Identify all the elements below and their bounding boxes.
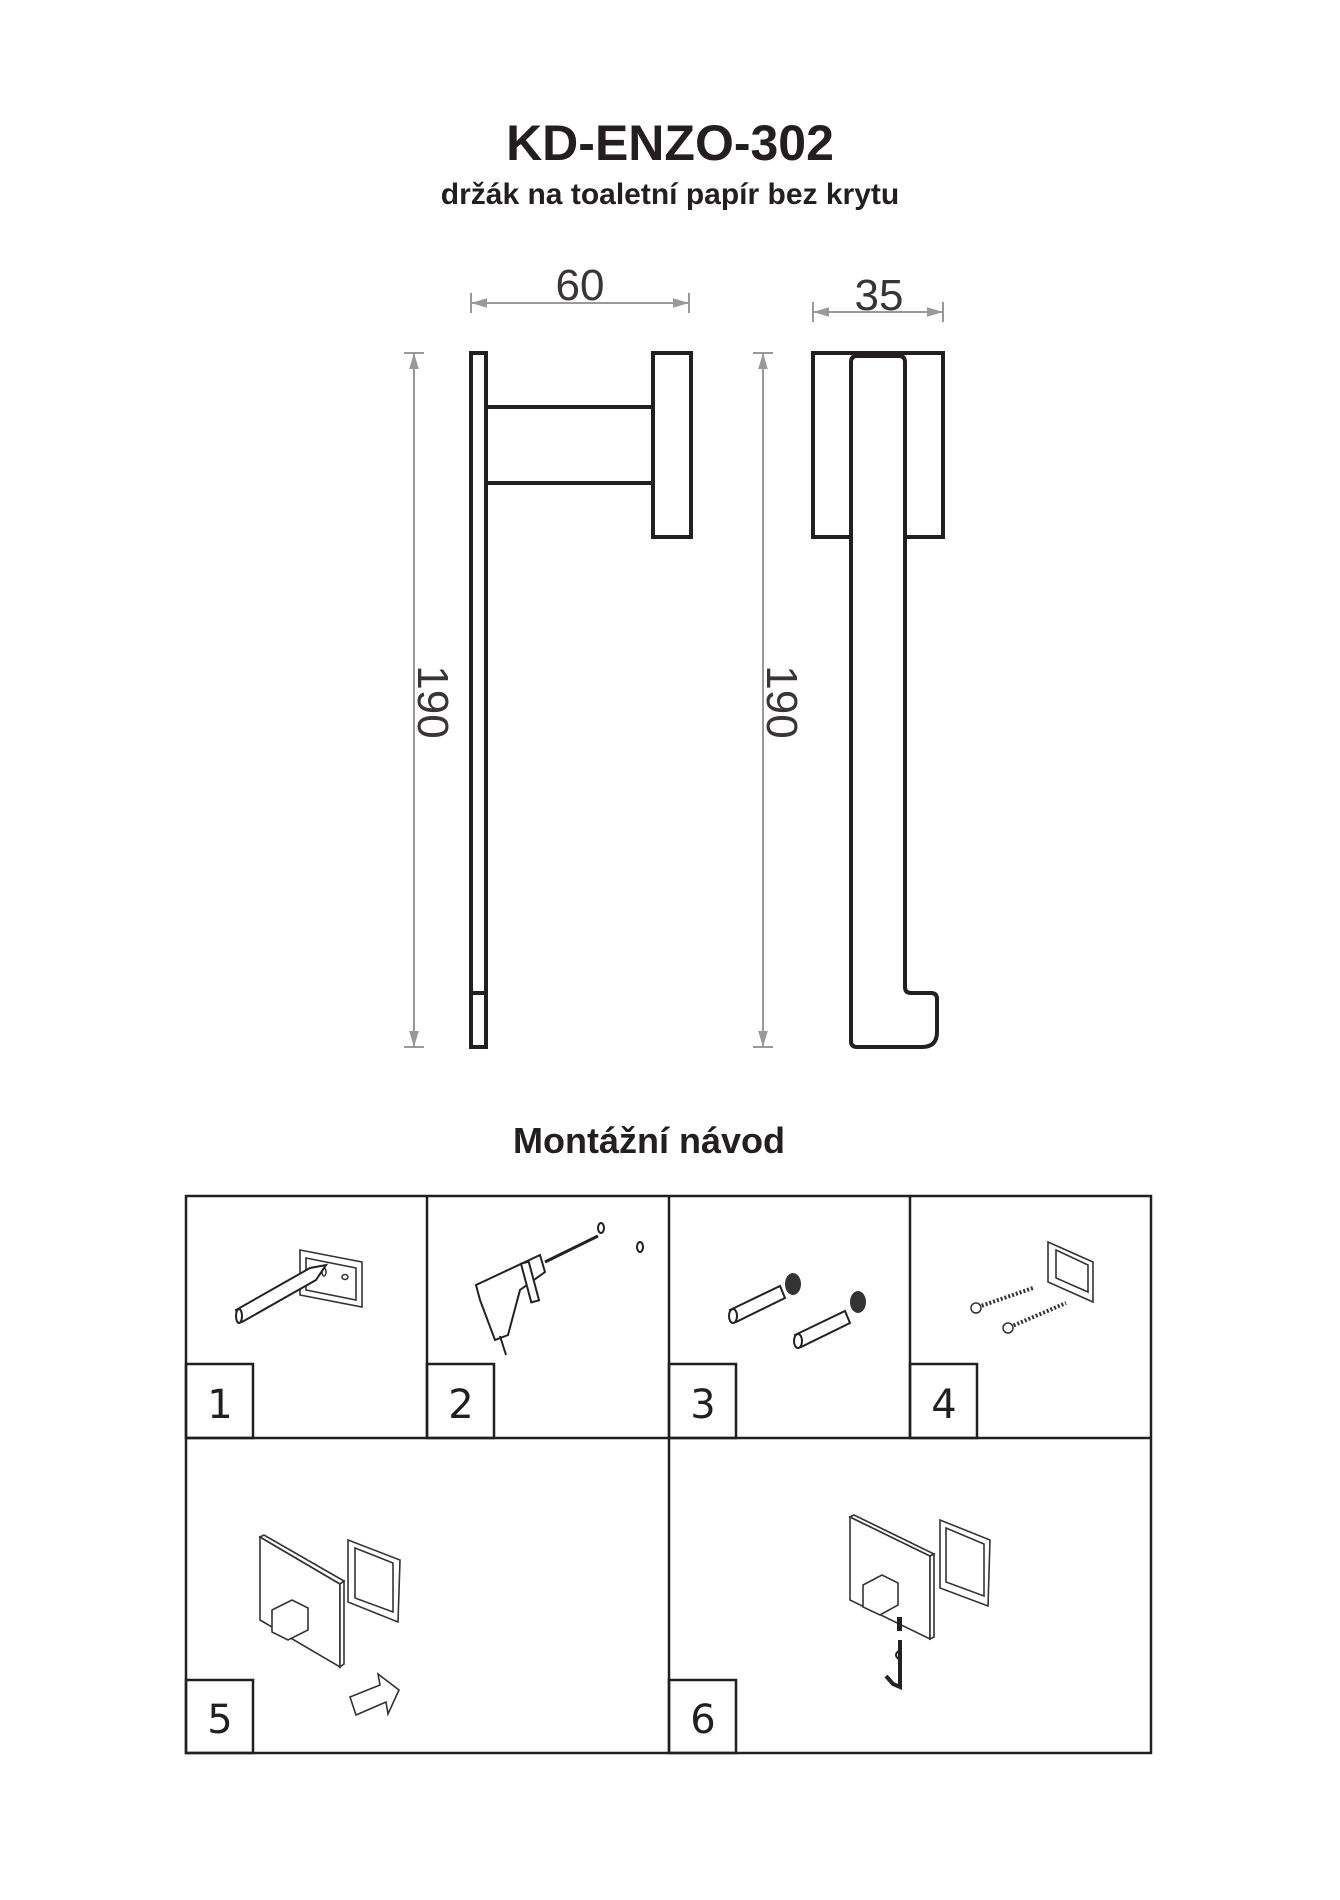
- step-6: 6: [667, 1514, 991, 1755]
- side-height-dimension: 190: [757, 665, 806, 738]
- front-view-drawing: 60 190: [404, 261, 693, 1049]
- step-4: 4: [908, 1240, 1094, 1440]
- step-number: 6: [690, 1697, 715, 1743]
- step-number: 5: [207, 1697, 232, 1743]
- front-width-dimension: 60: [556, 261, 605, 310]
- step-3: 3: [667, 1273, 866, 1440]
- pencil-mark-icon: [234, 1249, 363, 1324]
- attach-holder-icon: [258, 1534, 401, 1717]
- step-number: 3: [690, 1382, 715, 1428]
- step-number: 1: [207, 1382, 232, 1428]
- drill-icon: [474, 1222, 644, 1356]
- wall-plug-icon: [728, 1273, 866, 1349]
- step-1: 1: [184, 1249, 363, 1440]
- front-height-dimension: 190: [408, 665, 457, 738]
- step-number: 2: [448, 1382, 473, 1428]
- side-view-drawing: 35 190: [753, 271, 945, 1049]
- product-description: držák na toaletní papír bez krytu: [441, 178, 899, 211]
- side-width-dimension: 35: [855, 271, 904, 320]
- product-code: KD-ENZO-302: [506, 115, 834, 171]
- step-2: 2: [425, 1222, 644, 1440]
- screw-icon: [970, 1240, 1094, 1334]
- step-number: 4: [931, 1382, 956, 1428]
- step-5: 5: [184, 1534, 401, 1755]
- hex-key-icon: [848, 1514, 991, 1691]
- instructions-title: Montážní návod: [513, 1120, 785, 1161]
